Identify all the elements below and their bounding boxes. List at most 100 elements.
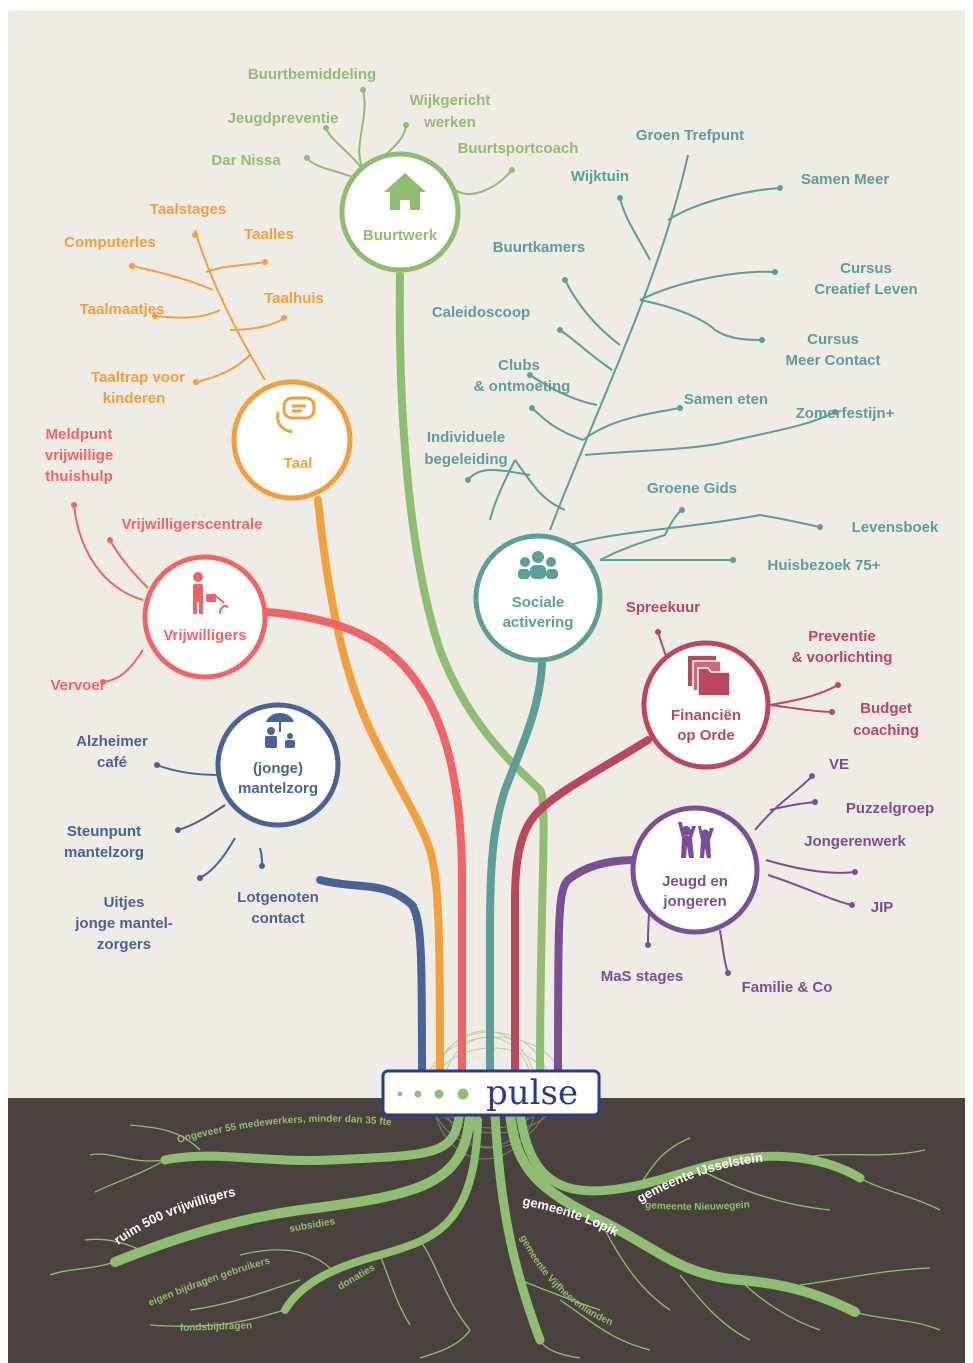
label-individuele-2: begeleiding [424, 451, 507, 468]
circle-financien: Financiën op Orde [641, 640, 771, 770]
sociale-labels: Groen Trefpunt Wijktuin Samen Meer Buurt… [424, 127, 939, 574]
circle-label-financien-1: Financiën [671, 707, 741, 724]
vrijwilligers-nodes [71, 502, 113, 685]
label-familie: Familie & Co [742, 979, 833, 996]
label-huisbezoek: Huisbezoek 75+ [768, 557, 881, 574]
umbrella-family-icon [265, 713, 295, 748]
vrijwilligers-labels: Meldpunt vrijwillige thuishulp Vrijwilli… [45, 426, 263, 694]
label-uitjes-2: jonge mantel- [74, 915, 173, 932]
circle-label-vrijwilligers: Vrijwilligers [163, 627, 246, 644]
label-uitjes-1: Uitjes [104, 894, 145, 911]
label-clubs-1: Clubs [498, 357, 540, 374]
jeugd-branches [647, 775, 856, 974]
label-budget-1: Budget [860, 700, 912, 717]
label-vervoer: Vervoer [50, 677, 105, 694]
vrijwilligers-branches [73, 504, 149, 683]
label-meldpunt-2: vrijwillige [45, 447, 113, 464]
logo-dots-icon [397, 1088, 469, 1100]
taal-labels: Taalstages Computerles Taalles Taalhuis … [64, 201, 324, 407]
label-clubs-2: & ontmoeting [474, 378, 571, 395]
label-taalstages: Taalstages [150, 201, 226, 218]
label-meldpunt-1: Meldpunt [46, 426, 113, 443]
label-levensboek: Levensboek [852, 519, 939, 536]
label-taalles: Taalles [244, 226, 294, 243]
mantelzorg-labels: Alzheimer café Steunpunt mantelzorg Uitj… [64, 733, 319, 953]
jeugd-nodes [645, 773, 858, 976]
label-spreekuur: Spreekuur [626, 599, 700, 616]
logo-text: pulse [486, 1073, 578, 1113]
label-wijktuin: Wijktuin [571, 168, 629, 185]
label-taalmaatjes: Taalmaatjes [80, 301, 165, 318]
label-meldpunt-3: thuishulp [45, 468, 113, 485]
circle-mantelzorg: (jonge) mantelzorg [215, 702, 341, 828]
label-cursus-creatief-1: Cursus [840, 260, 892, 277]
label-alzheimer-2: café [97, 754, 127, 771]
label-taalhuis: Taalhuis [264, 290, 324, 307]
label-lotgenoten-1: Lotgenoten [237, 889, 319, 906]
circle-label-mantelzorg-1: (jonge) [253, 760, 303, 777]
chat-bubbles-icon [276, 396, 316, 434]
label-budget-2: coaching [853, 722, 919, 739]
circle-label-mantelzorg-2: mantelzorg [238, 780, 318, 797]
main-stems [263, 271, 652, 1076]
roots [110, 1105, 865, 1345]
label-taaltrap-2: kinderen [103, 390, 166, 407]
label-uitjes-3: zorgers [97, 936, 151, 953]
label-caleidoscoop: Caleidoscoop [432, 304, 530, 321]
group-icon [518, 551, 558, 579]
label-groen-trefpunt: Groen Trefpunt [636, 127, 744, 144]
label-preventie-2: & voorlichting [792, 649, 893, 666]
circle-vrijwilligers: Vrijwilligers [142, 554, 268, 680]
circle-label-jeugd-2: jongeren [662, 893, 726, 910]
label-buurtbemiddeling: Buurtbemiddeling [248, 66, 376, 83]
jeugd-labels: VE Puzzelgroep Jongerenwerk JIP MaS stag… [601, 756, 934, 996]
label-wijkgericht-2: werken [423, 114, 476, 131]
circle-label-taal: Taal [284, 455, 313, 472]
label-cursus-meer-1: Cursus [807, 331, 859, 348]
buurtwerk-nodes [304, 87, 515, 173]
label-computerles: Computerles [64, 234, 156, 251]
label-samen-meer: Samen Meer [801, 171, 890, 188]
folders-icon [688, 656, 731, 697]
circle-buurtwerk: Buurtwerk [339, 151, 461, 273]
label-buurtsportcoach: Buurtsportcoach [458, 140, 579, 157]
label-cursus-meer-2: Meer Contact [785, 352, 880, 369]
circle-label-buurtwerk: Buurtwerk [363, 227, 438, 244]
gardener-icon [193, 572, 229, 615]
label-jongerenwerk: Jongerenwerk [804, 833, 906, 850]
label-cursus-creatief-2: Creatief Leven [814, 281, 917, 298]
circle-label-financien-2: op Orde [677, 727, 735, 744]
circle-label-jeugd-1: Jeugd en [662, 873, 728, 890]
label-alzheimer-1: Alzheimer [76, 733, 148, 750]
label-samen-eten: Samen eten [684, 391, 768, 408]
label-preventie-1: Preventie [808, 628, 876, 645]
label-steunpunt-2: mantelzorg [64, 844, 144, 861]
house-icon [384, 173, 426, 210]
label-jip: JIP [871, 899, 894, 916]
taal-branches [131, 229, 285, 383]
mantelzorg-nodes [154, 762, 265, 881]
children-icon [678, 822, 714, 858]
label-mas-stages: MaS stages [601, 968, 684, 985]
circle-jeugd: Jeugd en jongeren [630, 805, 760, 935]
circle-taal: Taal [231, 379, 353, 501]
label-wijkgericht-1: Wijkgericht [410, 92, 491, 109]
label-jeugdpreventie: Jeugdpreventie [228, 110, 339, 127]
taal-nodes [129, 232, 287, 385]
label-zomerfestijn: Zomerfestijn+ [796, 405, 895, 422]
soil-background [8, 1098, 965, 1363]
label-buurtkamers: Buurtkamers [493, 239, 586, 256]
label-puzzelgroep: Puzzelgroep [846, 800, 934, 817]
label-groene-gids: Groene Gids [647, 480, 737, 497]
buurtwerk-labels: Buurtbemiddeling Jeugdpreventie Wijkgeri… [211, 66, 578, 169]
label-individuele-1: Individuele [427, 429, 505, 446]
sociale-branches [467, 154, 836, 562]
label-vrijwilligerscentrale: Vrijwilligerscentrale [122, 516, 263, 533]
label-ve: VE [829, 756, 849, 773]
label-dar-nissa: Dar Nissa [211, 152, 281, 169]
sociale-nodes [465, 185, 838, 563]
circle-sociale: Sociale activering [473, 533, 603, 663]
root-fibres [49, 1124, 941, 1359]
label-taaltrap-1: Taaltrap voor [91, 369, 185, 386]
